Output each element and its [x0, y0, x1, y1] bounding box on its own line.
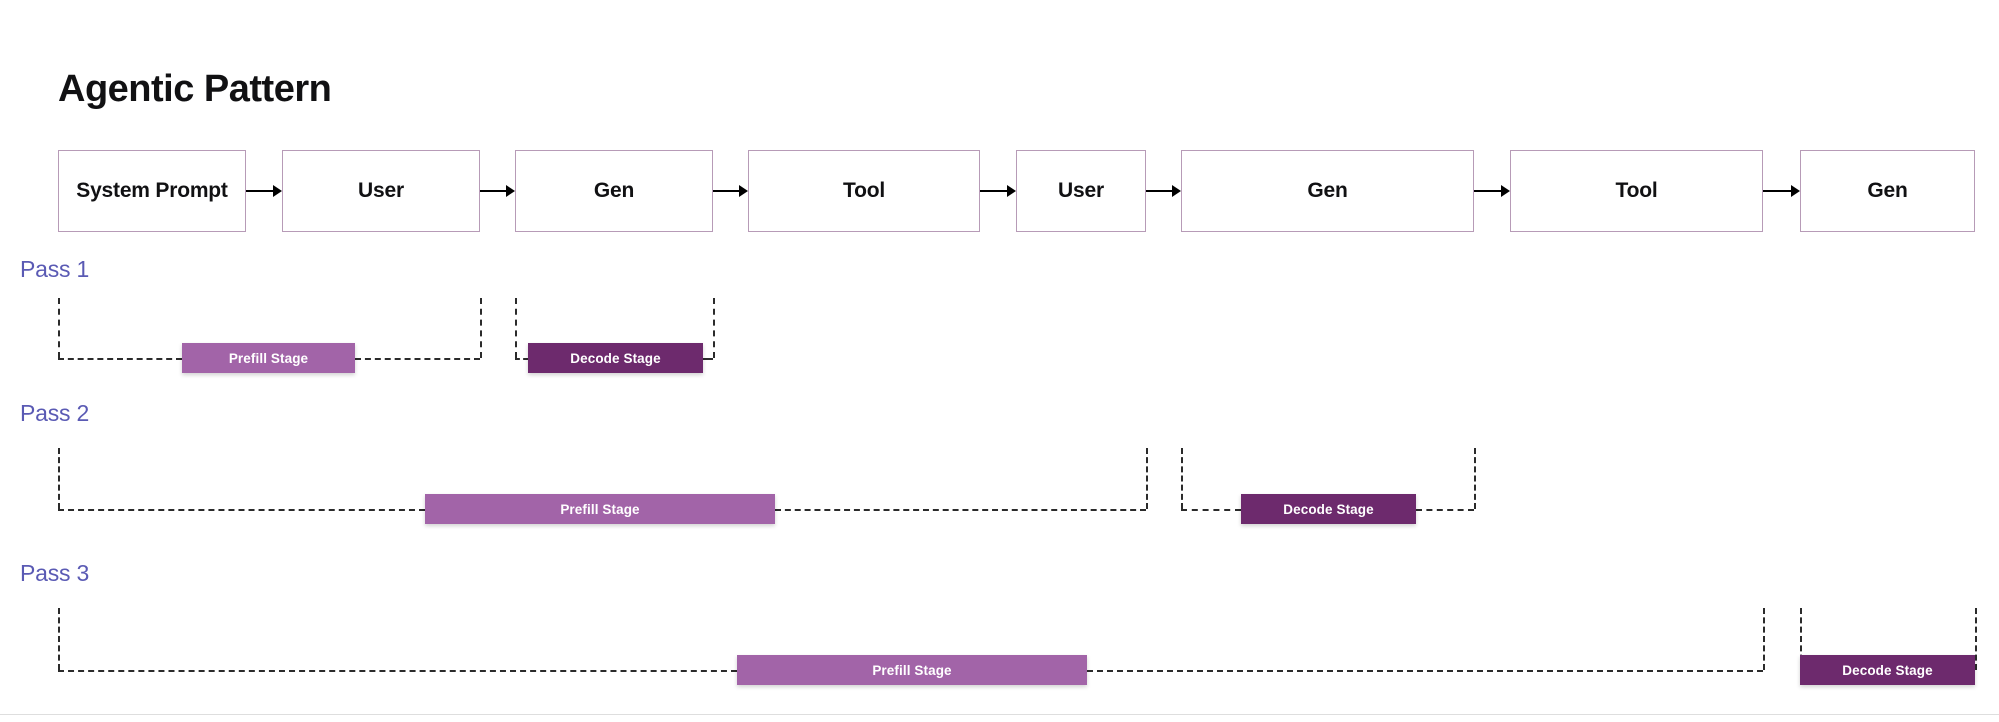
- pass-1-decode-bracket-left-tick: [515, 298, 517, 358]
- pass-1-prefill-bracket-rule-left: [58, 358, 182, 360]
- page-title: Agentic Pattern: [58, 68, 332, 110]
- sequence-arrow-icon-6: [1763, 185, 1800, 197]
- sequence-arrow-icon-3: [980, 185, 1016, 197]
- bottom-divider: [0, 714, 1999, 715]
- arrow-shaft: [1146, 189, 1172, 193]
- pass-1-prefill-bracket-left-tick: [58, 298, 60, 358]
- sequence-row: System Prompt User Gen Tool User Gen Tool Gen: [0, 150, 1999, 232]
- pass-2-decode-bracket-rule-right: [1416, 509, 1474, 511]
- sequence-box-gen-5[interactable]: Gen: [1181, 150, 1474, 232]
- arrow-shaft: [980, 189, 1007, 193]
- pass-2-prefill-bracket-rule-right: [775, 509, 1146, 511]
- sequence-box-user-4[interactable]: User: [1016, 150, 1146, 232]
- pass-3-decode-stage-bar[interactable]: Decode Stage: [1800, 655, 1975, 685]
- sequence-arrow-icon-4: [1146, 185, 1181, 197]
- pass-1-prefill-bracket-right-tick: [480, 298, 482, 358]
- arrow-head: [1007, 185, 1016, 197]
- pass-3-decode-bracket-right-tick: [1975, 608, 1977, 670]
- pass-2-decode-bracket-left-tick: [1181, 448, 1183, 509]
- arrow-head: [739, 185, 748, 197]
- pass-2-prefill-bracket-right-tick: [1146, 448, 1148, 509]
- arrow-head: [1791, 185, 1800, 197]
- arrow-shaft: [480, 189, 506, 193]
- pass-3-prefill-bracket-rule-right: [1087, 670, 1763, 672]
- sequence-arrow-icon-1: [480, 185, 515, 197]
- pass-label-3: Pass 3: [20, 560, 90, 586]
- pass-3-prefill-stage-bar[interactable]: Prefill Stage: [737, 655, 1087, 685]
- sequence-box-user-1[interactable]: User: [282, 150, 480, 232]
- pass-1-prefill-bracket-rule-right: [355, 358, 480, 360]
- sequence-box-tool-6[interactable]: Tool: [1510, 150, 1763, 232]
- arrow-shaft: [1474, 189, 1501, 193]
- sequence-arrow-icon-5: [1474, 185, 1510, 197]
- sequence-arrow-icon-2: [713, 185, 748, 197]
- pass-1-decode-stage-bar[interactable]: Decode Stage: [528, 343, 703, 373]
- pass-1-decode-bracket-rule-right: [703, 358, 713, 360]
- arrow-shaft: [1763, 189, 1791, 193]
- arrow-head: [1172, 185, 1181, 197]
- pass-3-prefill-bracket-rule-left: [58, 670, 737, 672]
- pass-2-decode-stage-bar[interactable]: Decode Stage: [1241, 494, 1416, 524]
- arrow-head: [1501, 185, 1510, 197]
- pass-3-prefill-bracket-left-tick: [58, 608, 60, 670]
- pass-2-prefill-bracket-left-tick: [58, 448, 60, 509]
- sequence-box-system-prompt-0[interactable]: System Prompt: [58, 150, 246, 232]
- arrow-head: [506, 185, 515, 197]
- pass-label-1: Pass 1: [20, 256, 90, 282]
- pass-2-decode-bracket-right-tick: [1474, 448, 1476, 509]
- pass-1-decode-bracket-rule-left: [515, 358, 528, 360]
- pass-3-prefill-bracket-right-tick: [1763, 608, 1765, 670]
- pass-label-2: Pass 2: [20, 400, 90, 426]
- pass-2-decode-bracket-rule-left: [1181, 509, 1241, 511]
- arrow-shaft: [713, 189, 739, 193]
- pass-3-decode-bracket-left-tick: [1800, 608, 1802, 670]
- pass-1-prefill-stage-bar[interactable]: Prefill Stage: [182, 343, 355, 373]
- sequence-box-tool-3[interactable]: Tool: [748, 150, 980, 232]
- arrow-head: [273, 185, 282, 197]
- pass-2-prefill-stage-bar[interactable]: Prefill Stage: [425, 494, 775, 524]
- sequence-box-gen-2[interactable]: Gen: [515, 150, 713, 232]
- sequence-box-gen-7[interactable]: Gen: [1800, 150, 1975, 232]
- arrow-shaft: [246, 189, 273, 193]
- sequence-arrow-icon-0: [246, 185, 282, 197]
- pass-2-prefill-bracket-rule-left: [58, 509, 425, 511]
- pass-1-decode-bracket-right-tick: [713, 298, 715, 358]
